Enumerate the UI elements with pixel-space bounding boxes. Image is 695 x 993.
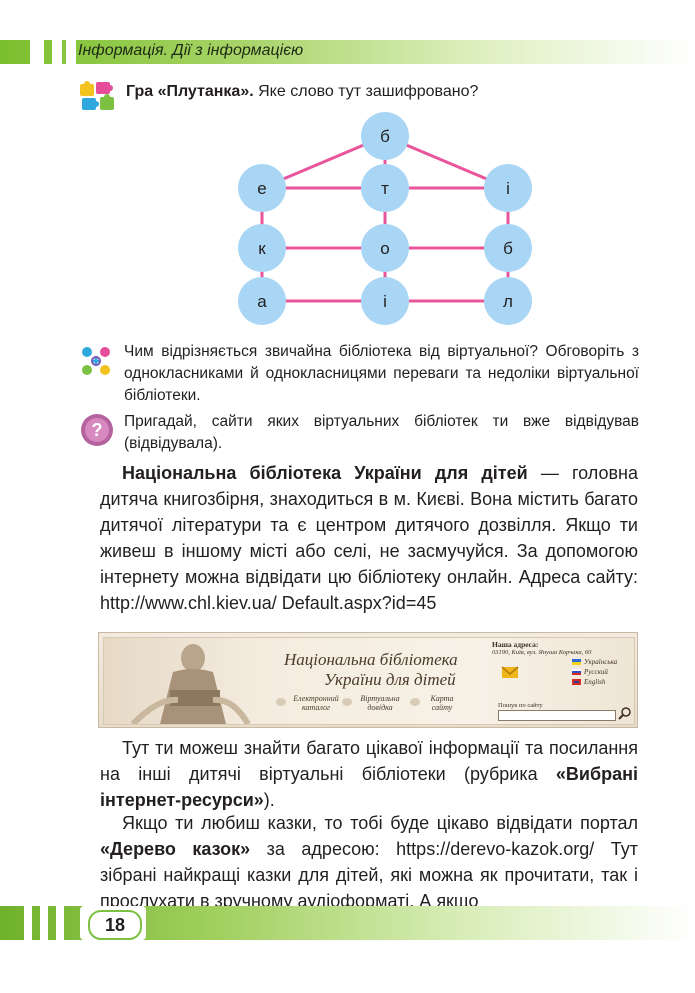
website-language-en: English [572, 678, 605, 686]
paragraph-library: Національна бібліотека України для дітей… [100, 460, 638, 616]
header-decor-square [66, 40, 76, 64]
puzzle-icon [80, 81, 114, 110]
node-letter: б [503, 239, 513, 258]
website-language-ua: Українська [572, 658, 617, 666]
website-banner: Національна бібліотека України для дітей… [103, 637, 635, 725]
footer-decor-stripe [56, 906, 64, 940]
graph-node [238, 224, 286, 272]
website-search-label: Пошук по сайту [498, 702, 543, 709]
group-discussion-icon [82, 347, 110, 375]
graph-node [238, 277, 286, 325]
node-letter: о [380, 239, 389, 258]
node-letter: а [257, 292, 267, 311]
node-letter: л [503, 292, 513, 311]
game-instruction: Гра «Плутанка». Яке слово тут зашифрован… [126, 83, 478, 101]
website-search-input [498, 710, 616, 721]
discussion-task: Чим відрізняється звичайна бібліотека ві… [124, 343, 639, 404]
header-decor-square [30, 40, 44, 64]
reading-statue-image [130, 644, 251, 724]
question-icon: ? [81, 414, 113, 446]
running-header-title: Інформація. Дії з інформацією [78, 42, 304, 59]
header-band [0, 40, 695, 64]
paragraph-text: ). [263, 790, 275, 810]
website-menu-item: Віртуальна довідка [342, 694, 404, 712]
graph-node [484, 164, 532, 212]
paragraph-fairytales: Якщо ти любиш казки, то тобі буде цікаво… [100, 810, 638, 914]
graph-node [361, 277, 409, 325]
envelope-icon [501, 666, 519, 678]
letter-graph: б е т і к о б а і л [238, 112, 532, 325]
paragraph-text: Тут ти можеш знайти багато цікавої інфор… [100, 738, 638, 784]
graph-nodes [238, 112, 532, 325]
graph-node [361, 112, 409, 160]
node-letter: е [257, 179, 266, 198]
library-name: Національна бібліотека України для дітей [122, 463, 528, 483]
graph-node [484, 277, 532, 325]
graph-node [361, 224, 409, 272]
node-letter: к [258, 239, 266, 258]
language-label: Русский [584, 668, 608, 676]
uk-flag-icon [572, 679, 581, 686]
node-letter: т [381, 179, 389, 198]
russia-flag-icon [572, 669, 581, 676]
language-label: English [584, 678, 606, 686]
ukraine-flag-icon [572, 659, 581, 666]
paragraph-text: Якщо ти любиш казки, то тобі буде цікаво… [122, 813, 638, 833]
website-menu-item: Електронний каталог [276, 694, 342, 712]
website-title-line: України для дітей [324, 670, 456, 689]
website-address: 03190, Київ, вул. Януша Корчака, 60 [492, 649, 592, 656]
language-label: Українська [584, 658, 618, 666]
website-language-ru: Русский [572, 668, 608, 676]
node-letter: і [506, 179, 510, 198]
node-letter: і [383, 292, 387, 311]
header-decor-square [52, 40, 62, 64]
section-name: «Вибрані інтернет-ресурси» [100, 764, 638, 810]
graph-edges [260, 134, 510, 303]
recall-task: Пригадай, сайти яких віртуальних бібліот… [124, 413, 639, 452]
paragraph-resources: Тут ти можеш знайти багато цікавої інфор… [100, 735, 638, 813]
library-description: — головна дитяча книгозбірня, знаходитьс… [100, 463, 638, 613]
footer-decor-stripe [24, 906, 32, 940]
library-website-screenshot: Національна бібліотека України для дітей… [98, 632, 638, 728]
magnifier-icon [618, 707, 631, 720]
graph-node [484, 224, 532, 272]
website-title-line: Національна бібліотека [284, 650, 458, 669]
website-menu-item: Карта сайту [410, 694, 460, 712]
game-title: Гра «Плутанка». [126, 83, 254, 100]
portal-name: «Дерево казок» [100, 839, 251, 859]
page-number: 18 [88, 910, 142, 940]
graph-node [361, 164, 409, 212]
svg-text:?: ? [92, 420, 103, 440]
website-title: Національна бібліотека України для дітей [284, 650, 458, 690]
graph-node [238, 164, 286, 212]
game-question: Яке слово тут зашифровано? [253, 83, 479, 100]
website-address-heading: Наша адреса: [492, 640, 539, 649]
footer-decor-stripe [40, 906, 48, 940]
node-letter: б [380, 127, 390, 146]
